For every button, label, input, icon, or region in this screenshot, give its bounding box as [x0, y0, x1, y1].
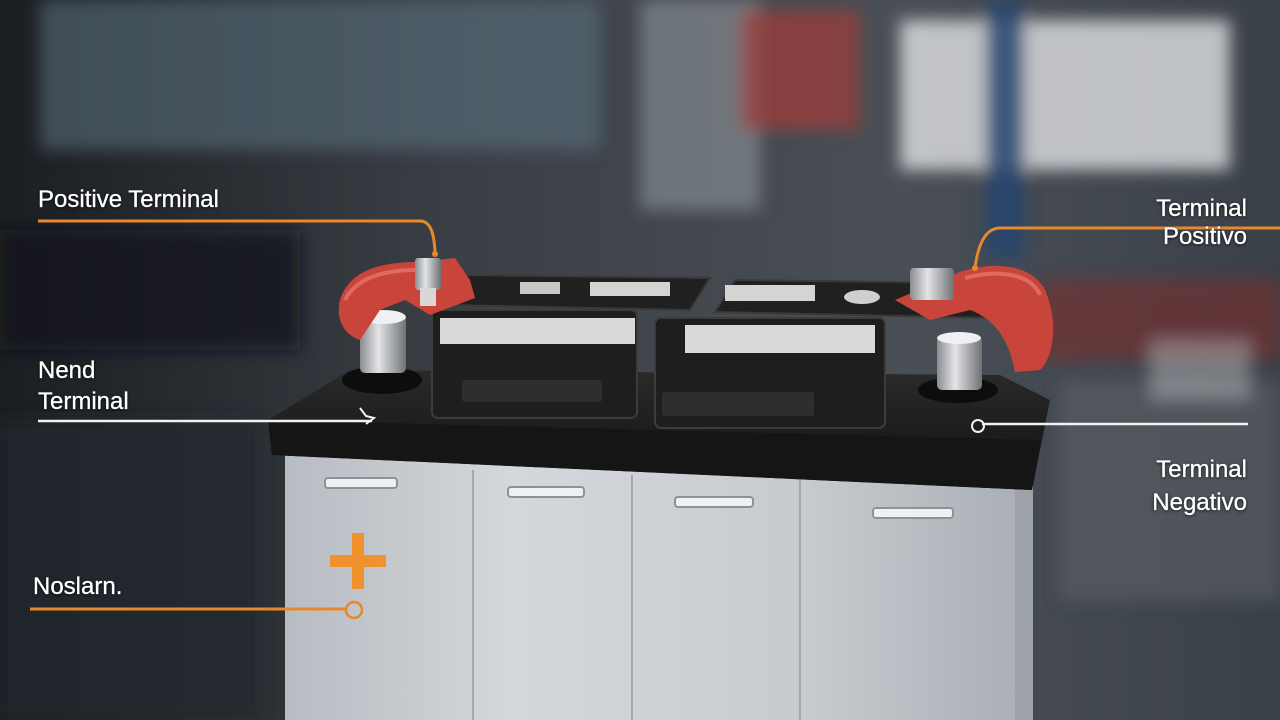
- battery: [268, 258, 1054, 720]
- leader-lines: [30, 219, 1280, 620]
- label-terminal-positivo-line2: Positivo: [1162, 223, 1247, 250]
- leader-positivo-right: [973, 226, 1280, 269]
- plus-sign-icon: [330, 533, 386, 589]
- vent-caps: [431, 273, 997, 429]
- leader-positive-left: [38, 219, 437, 253]
- label-nend-terminal-line1: Nend: [38, 357, 96, 384]
- battery-case: [285, 445, 1033, 720]
- label-terminal-positivo-line1: Terminal: [1156, 195, 1247, 222]
- label-noslarn: Noslarn.: [33, 573, 123, 600]
- label-terminal-positivo: Terminal Positivo: [1156, 195, 1247, 251]
- label-terminal-negativo-line2: Negativo: [1152, 489, 1247, 516]
- label-positive-terminal: Positive Terminal: [38, 186, 219, 213]
- label-nend-terminal-line2: Terminal: [38, 388, 129, 415]
- right-terminal-clamp: [895, 265, 1054, 403]
- label-terminal-negativo: Terminal Negativo: [1152, 453, 1247, 519]
- label-terminal-negativo-line1: Terminal: [1156, 456, 1247, 483]
- label-nend-terminal: Nend Terminal: [38, 355, 129, 417]
- left-terminal-clamp: [338, 258, 475, 394]
